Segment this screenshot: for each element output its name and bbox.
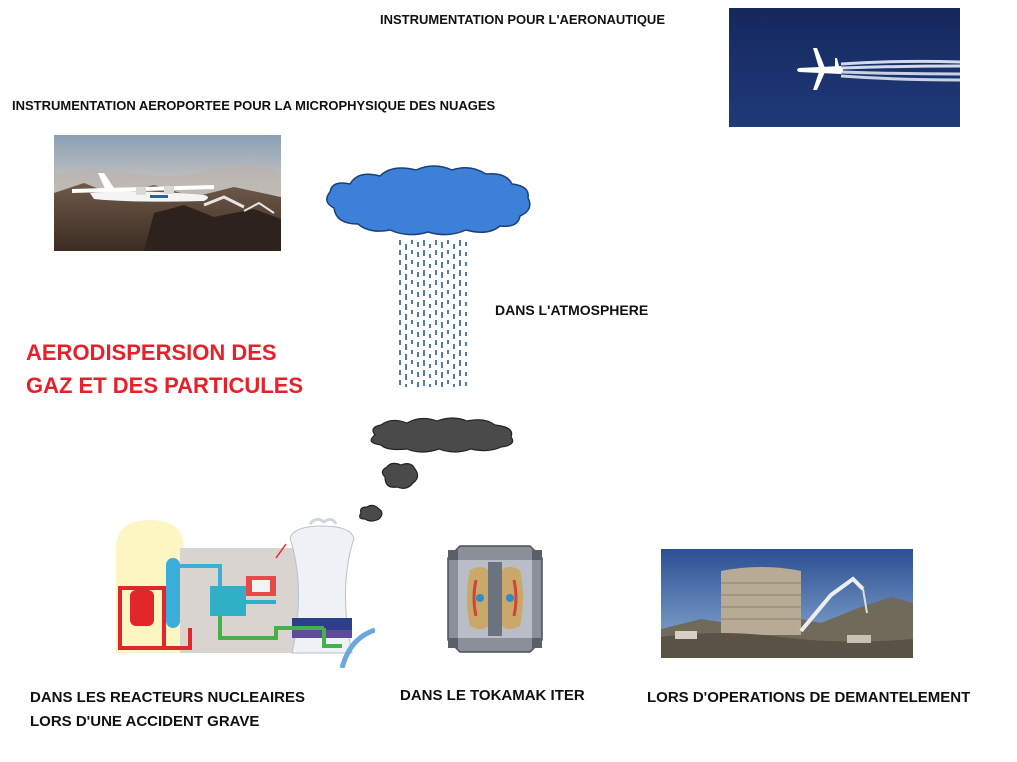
main-title-line-1: AERODISPERSION DES <box>26 340 277 365</box>
rain-cloud-icon <box>320 162 535 394</box>
aeronautics-label: INSTRUMENTATION POUR L'AERONAUTIQUE <box>380 12 665 27</box>
jet-airplane-icon <box>797 48 843 90</box>
reactors-label-line-1: DANS LES REACTEURS NUCLEAIRES <box>30 689 306 706</box>
airborne-instrumentation-label: INSTRUMENTATION AEROPORTEE POUR LA MICRO… <box>12 98 496 113</box>
aircraft-over-mountains-photo <box>54 135 281 251</box>
dismantling-site-photo <box>661 549 913 658</box>
main-title: AERODISPERSION DES GAZ ET DES PARTICULES <box>26 336 303 402</box>
jet-contrail-photo <box>729 8 960 127</box>
smoke-cloud-icon <box>355 415 525 527</box>
atmosphere-label: DANS L'ATMOSPHERE <box>495 302 649 318</box>
turboprop-airplane-icon <box>72 173 214 202</box>
tokamak-label: DANS LE TOKAMAK ITER <box>400 687 585 704</box>
reactor-schematic-diagram <box>80 518 375 668</box>
reactors-label-line-2: LORS D'UNE ACCIDENT GRAVE <box>30 713 260 730</box>
main-title-line-2: GAZ ET DES PARTICULES <box>26 373 304 398</box>
reactors-label: DANS LES REACTEURS NUCLEAIRES LORS D'UNE… <box>30 686 305 734</box>
tokamak-cutaway-diagram <box>440 540 550 658</box>
dismantling-label: LORS D'OPERATIONS DE DEMANTELEMENT <box>647 689 971 706</box>
